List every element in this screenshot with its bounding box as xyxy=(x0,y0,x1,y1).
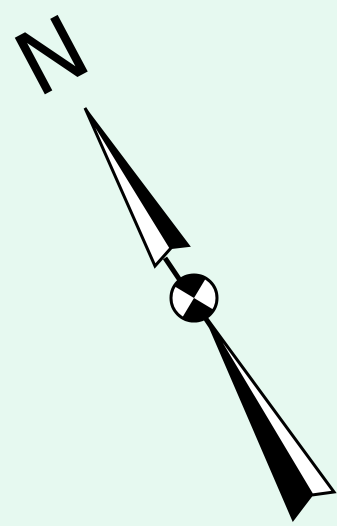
south-arrow-tail xyxy=(205,316,334,520)
north-arrow-center-disc xyxy=(171,275,217,322)
north-label: N xyxy=(0,0,105,117)
north-arrow-head xyxy=(85,108,189,266)
